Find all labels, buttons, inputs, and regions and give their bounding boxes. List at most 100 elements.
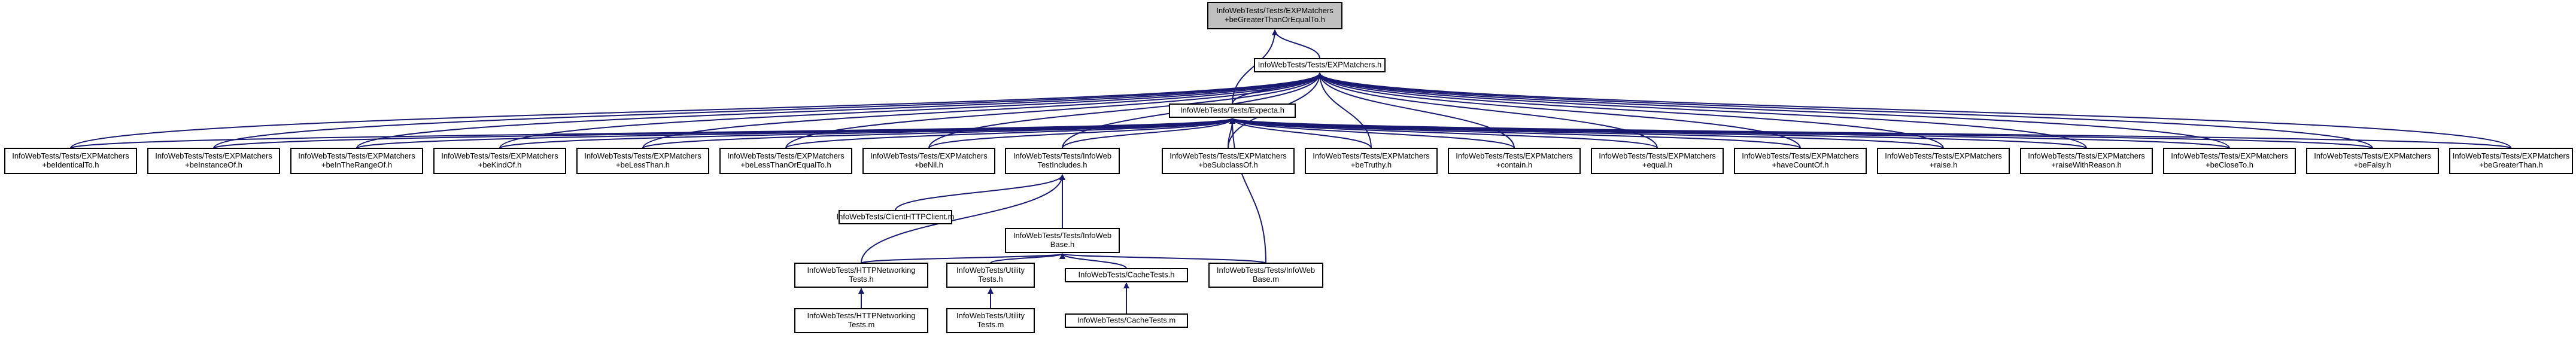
nodes-layer: InfoWebTests/Tests/EXPMatchers+beGreater… <box>4 2 2573 333</box>
node-box[interactable] <box>1305 148 1438 174</box>
node-beInTheRangeOf[interactable]: InfoWebTests/Tests/EXPMatchers+beInTheRa… <box>290 148 423 174</box>
node-beLessThanOrEqualTo[interactable]: InfoWebTests/Tests/EXPMatchers+beLessTha… <box>719 148 852 174</box>
node-box[interactable] <box>576 148 709 174</box>
node-box[interactable] <box>1162 148 1295 174</box>
node-cacheM[interactable]: InfoWebTests/CacheTests.m <box>1065 313 1188 328</box>
node-box[interactable] <box>1448 148 1581 174</box>
edge-expecta-to-root <box>1232 29 1278 105</box>
node-box[interactable] <box>1169 103 1296 118</box>
node-label-line: InfoWebTests/Tests/EXPMatchers <box>2028 151 2145 160</box>
node-label-line: InfoWebTests/Utility <box>956 266 1025 275</box>
node-beSubclassOf[interactable]: InfoWebTests/Tests/EXPMatchers+beSubclas… <box>1162 148 1295 174</box>
node-label-line: Tests.m <box>848 320 875 329</box>
node-cacheH[interactable]: InfoWebTests/CacheTests.h <box>1065 268 1188 282</box>
node-label-line: InfoWebTests/CacheTests.h <box>1079 270 1175 279</box>
node-label-line: +beKindOf.h <box>478 160 522 169</box>
edge-beFalsy-to-matchers <box>1317 72 2373 149</box>
node-label-line: +equal.h <box>1642 160 1672 169</box>
node-expecta[interactable]: InfoWebTests/Tests/Expecta.h <box>1169 103 1296 118</box>
node-box[interactable] <box>1005 228 1120 253</box>
edge-infoWebBaseM-to-expecta <box>1229 118 1266 264</box>
node-beNil[interactable]: InfoWebTests/Tests/EXPMatchers+beNil.h <box>862 148 995 174</box>
edge-beLessThan-to-expecta <box>642 118 1235 149</box>
node-box[interactable] <box>1254 58 1386 72</box>
node-box[interactable] <box>4 148 137 174</box>
node-box[interactable] <box>794 308 928 333</box>
node-beTruthy[interactable]: InfoWebTests/Tests/EXPMatchers+beTruthy.… <box>1305 148 1438 174</box>
node-box[interactable] <box>946 308 1035 333</box>
node-box[interactable] <box>1065 313 1188 328</box>
node-box[interactable] <box>862 148 995 174</box>
edge-beNil-to-expecta <box>928 118 1235 149</box>
node-box[interactable] <box>2306 148 2439 174</box>
node-contain[interactable]: InfoWebTests/Tests/EXPMatchers+contain.h <box>1448 148 1581 174</box>
node-box[interactable] <box>1591 148 1724 174</box>
node-box[interactable] <box>1734 148 1867 174</box>
node-box[interactable] <box>839 210 952 224</box>
node-label-line: InfoWebTests/Tests/EXPMatchers <box>727 151 845 160</box>
node-box[interactable] <box>1208 263 1323 288</box>
node-box[interactable] <box>794 263 928 288</box>
node-box[interactable] <box>1207 2 1342 29</box>
node-matchers[interactable]: InfoWebTests/Tests/EXPMatchers.h <box>1254 58 1386 72</box>
node-label-line: InfoWebTests/Tests/EXPMatchers <box>2453 151 2570 160</box>
edge-clientHTTP-to-testIncludes <box>895 174 1065 211</box>
node-box[interactable] <box>1877 148 2010 174</box>
edge-httpNetH-to-testIncludes <box>861 174 1065 264</box>
node-box[interactable] <box>2449 148 2573 174</box>
node-box[interactable] <box>433 148 566 174</box>
edge-beInstanceOf-to-matchers <box>213 72 1323 149</box>
edges-layer <box>70 29 2512 314</box>
node-raiseWithReason[interactable]: InfoWebTests/Tests/EXPMatchers+raiseWith… <box>2020 148 2153 174</box>
node-haveCountOf[interactable]: InfoWebTests/Tests/EXPMatchers+haveCount… <box>1734 148 1867 174</box>
edge-beLessThanOrEqualTo-to-expecta <box>785 118 1235 149</box>
node-box[interactable] <box>290 148 423 174</box>
edge-beInTheRangeOf-to-matchers <box>356 72 1323 149</box>
node-beKindOf[interactable]: InfoWebTests/Tests/EXPMatchers+beKindOf.… <box>433 148 566 174</box>
node-beIdenticalTo[interactable]: InfoWebTests/Tests/EXPMatchers+beIdentic… <box>4 148 137 174</box>
node-box[interactable] <box>2163 148 2296 174</box>
node-beInstanceOf[interactable]: InfoWebTests/Tests/EXPMatchers+beInstanc… <box>147 148 280 174</box>
edge-beNil-to-matchers <box>928 72 1323 149</box>
edge-beTruthy-to-expecta <box>1229 118 1372 149</box>
node-box[interactable] <box>1005 148 1120 174</box>
node-box[interactable] <box>147 148 280 174</box>
node-label-line: InfoWebTests/Tests/InfoWeb <box>1013 151 1111 160</box>
node-label-line: Tests.h <box>849 275 873 284</box>
node-beLessThan[interactable]: InfoWebTests/Tests/EXPMatchers+beLessTha… <box>576 148 709 174</box>
node-label-line: InfoWebTests/Tests/Expecta.h <box>1180 105 1284 114</box>
node-label-line: +beIdenticalTo.h <box>42 160 99 169</box>
node-label-line: InfoWebTests/HTTPNetworking <box>807 311 915 320</box>
node-label-line: InfoWebTests/Tests/EXPMatchers <box>584 151 701 160</box>
node-clientHTTP[interactable]: InfoWebTests/ClientHTTPClient.m <box>837 210 955 224</box>
node-beGreaterThan[interactable]: InfoWebTests/Tests/EXPMatchers+beGreater… <box>2449 148 2573 174</box>
node-box[interactable] <box>719 148 852 174</box>
node-box[interactable] <box>946 263 1035 288</box>
node-label-line: InfoWebTests/Tests/EXPMatchers <box>2171 151 2288 160</box>
edge-beKindOf-to-matchers <box>499 72 1323 149</box>
node-equal[interactable]: InfoWebTests/Tests/EXPMatchers+equal.h <box>1591 148 1724 174</box>
node-raise[interactable]: InfoWebTests/Tests/EXPMatchers+raise.h <box>1877 148 2010 174</box>
node-label-line: +beGreaterThan.h <box>2479 160 2543 169</box>
node-box[interactable] <box>1065 268 1188 282</box>
node-root[interactable]: InfoWebTests/Tests/EXPMatchers+beGreater… <box>1207 2 1342 29</box>
edge-beIdenticalTo-to-matchers <box>70 72 1323 149</box>
node-label-line: InfoWebTests/Tests/EXPMatchers <box>870 151 988 160</box>
node-label-line: TestIncludes.h <box>1037 160 1087 169</box>
edge-raiseWithReason-to-matchers <box>1317 72 2087 149</box>
node-beCloseTo[interactable]: InfoWebTests/Tests/EXPMatchers+beCloseTo… <box>2163 148 2296 174</box>
node-box[interactable] <box>2020 148 2153 174</box>
edge-matchers-to-root <box>1272 29 1320 59</box>
edge-beSubclassOf-to-expecta <box>1228 118 1235 149</box>
node-label-line: InfoWebTests/Tests/EXPMatchers <box>1742 151 1859 160</box>
node-label-line: InfoWebTests/Tests/EXPMatchers <box>2314 151 2431 160</box>
node-beFalsy[interactable]: InfoWebTests/Tests/EXPMatchers+beFalsy.h <box>2306 148 2439 174</box>
node-label-line: +beTruthy.h <box>1351 160 1392 169</box>
